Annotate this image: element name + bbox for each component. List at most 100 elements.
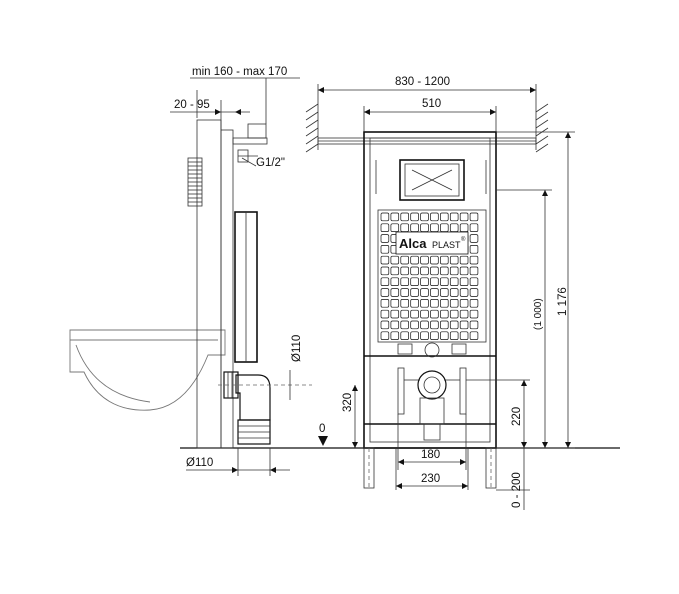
inlet-right-clip <box>451 343 467 355</box>
arrow-offset-right <box>235 109 241 115</box>
cistern-grid-cell <box>430 212 439 222</box>
cistern-grid-cell <box>390 288 400 297</box>
cistern-grid-cell <box>380 288 390 297</box>
wall-plate <box>196 119 222 449</box>
cistern-grid-cell <box>459 299 469 308</box>
cistern-grid-cell <box>390 277 400 286</box>
arrow-180-right <box>460 459 466 465</box>
flush-cross-b <box>411 169 453 191</box>
outlet-height-label: 320 <box>342 393 354 412</box>
cistern-grid-cell <box>380 266 390 276</box>
pipe-diameter-upper-label: Ø110 <box>291 335 303 362</box>
cistern-grid-cell <box>449 212 459 222</box>
ref-height-label: (1 000) <box>533 298 544 330</box>
inlet-left-clip <box>397 343 413 355</box>
thread-leader <box>241 157 257 167</box>
cistern-grid-cell <box>469 266 479 276</box>
wall-hatch-right <box>535 103 549 153</box>
cistern-grid-cell <box>449 288 459 297</box>
cistern-grid-cell <box>410 331 419 340</box>
cistern-grid-cell <box>469 245 479 254</box>
depth-range-label: min 160 - max 170 <box>192 66 287 78</box>
floor-zero-marker <box>318 436 328 446</box>
cistern-grid-cell <box>420 255 429 265</box>
cistern-grid-cell <box>459 331 469 340</box>
cistern-grid-cell <box>380 234 390 243</box>
cistern-grid-cell <box>390 212 400 222</box>
cistern-grid-cell <box>440 320 449 330</box>
cistern-grid-cell <box>390 266 400 276</box>
cistern-grid-cell <box>430 266 439 276</box>
cistern-grid-cell <box>449 320 459 330</box>
cistern-grid-cell <box>459 288 469 297</box>
arrow-outlet-bottom <box>352 442 358 448</box>
cistern-grid-cell <box>380 245 390 254</box>
logo-mark: ® <box>461 236 466 243</box>
cistern-grid-cell <box>469 299 479 308</box>
flush-opening-inner <box>404 163 460 197</box>
cistern-grid-cell <box>400 277 409 286</box>
cistern-grid-cell <box>449 255 459 265</box>
thread-label: G1/2" <box>256 157 285 169</box>
cistern-grid-cell <box>459 255 469 265</box>
cistern-grid-cell <box>440 277 449 286</box>
cistern-grid-cell <box>420 309 429 319</box>
cistern-grid-cell <box>469 277 479 286</box>
cistern-grid-cell <box>469 320 479 330</box>
cistern-grid-cell <box>440 288 449 297</box>
inner-feet-label: 180 <box>421 449 440 461</box>
floor-zero-label: 0 <box>319 423 325 435</box>
cistern-grid-cell <box>449 223 459 232</box>
cistern-grid-cell <box>390 223 400 232</box>
logo-box <box>395 231 469 255</box>
cistern-grid-cell <box>440 331 449 340</box>
cistern-grid-cell <box>449 331 459 340</box>
cistern-grid-cell <box>440 299 449 308</box>
pipe-diameter-lower-label: Ø110 <box>186 457 213 469</box>
cistern-body <box>377 209 487 343</box>
cistern-grid-cell <box>380 299 390 308</box>
arrow-total-bottom <box>565 442 571 448</box>
toilet-bowl-inner <box>75 344 151 403</box>
cistern-grid-cell <box>400 320 409 330</box>
cistern-grid-cell <box>459 277 469 286</box>
arrow-bolt-top <box>521 380 527 386</box>
cistern-grid-cell <box>440 266 449 276</box>
cistern-grid-cell <box>410 266 419 276</box>
foot-left-ext <box>363 447 375 489</box>
cistern-grid-cell <box>459 212 469 222</box>
arrow-pipe-lower-left <box>232 467 238 473</box>
waste-pipe-front <box>419 397 445 425</box>
cistern-grid-cell <box>420 223 429 232</box>
cistern-grid-cell <box>400 255 409 265</box>
offset-range-label: 20 - 95 <box>174 99 210 111</box>
arrow-bolt-bottom <box>521 442 527 448</box>
cistern-grid-cell <box>410 299 419 308</box>
cistern-grid-cell <box>430 331 439 340</box>
cistern-grid <box>380 212 479 340</box>
cistern-grid-cell <box>430 320 439 330</box>
cistern-grid-cell <box>420 277 429 286</box>
cistern-grid-cell <box>449 299 459 308</box>
logo-text-bold: Alca <box>399 236 427 251</box>
cistern-grid-cell <box>430 299 439 308</box>
arrow-width-range-right <box>530 87 536 93</box>
logo-text-light: PLAST <box>432 240 461 250</box>
arrow-outlet-top <box>352 385 358 391</box>
arrow-ref-top <box>542 190 548 196</box>
wall-hatch-left <box>305 103 319 153</box>
cistern-grid-cell <box>400 212 409 222</box>
bolt-left <box>397 367 405 415</box>
flush-opening <box>399 159 465 201</box>
cistern-grid-cell <box>390 255 400 265</box>
cistern-grid-cell <box>410 320 419 330</box>
cistern-grid-cell <box>400 309 409 319</box>
outer-feet-label: 230 <box>421 473 440 485</box>
cistern-grid-cell <box>469 234 479 243</box>
water-valve <box>232 123 268 163</box>
total-height-label: 1 176 <box>557 287 569 316</box>
cistern-grid-cell <box>410 309 419 319</box>
cistern-grid-cell <box>390 331 400 340</box>
width-range-label: 830 - 1200 <box>395 76 450 88</box>
cistern-grid-cell <box>390 309 400 319</box>
